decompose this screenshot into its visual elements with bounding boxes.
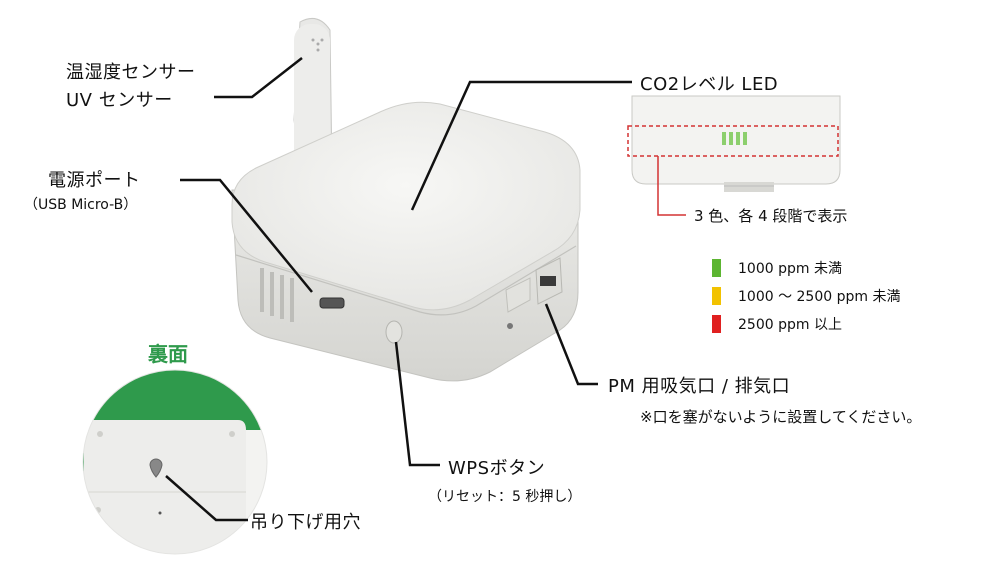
pm-vent-label: PM 用吸気口 / 排気口: [608, 376, 791, 397]
legend-item-green: 1000 ppm 未満: [712, 258, 842, 278]
led-description: 3 色、各 4 段階で表示: [694, 207, 848, 225]
wps-button-sub-label: （リセット：5 秒押し）: [428, 489, 582, 505]
green-swatch: [712, 259, 721, 277]
power-port-sub-label: （USB Micro-B）: [24, 197, 138, 213]
pm-vent-note: ※口を塞がないように設置してください。: [640, 408, 922, 426]
back-side-title: 裏面: [148, 342, 188, 366]
red-swatch: [712, 315, 721, 333]
legend-item-yellow: 1000 ～ 2500 ppm 未満: [712, 286, 900, 306]
back-side-circle: [83, 370, 267, 554]
co2-led-inset: [627, 95, 841, 216]
leader-lines: [165, 57, 632, 522]
temp-humidity-sensor-label: 温湿度センサー: [66, 62, 196, 83]
device-body: [231, 101, 581, 382]
wps-button-label: WPSボタン: [448, 458, 546, 479]
legend-text: 1000 ～ 2500 ppm 未満: [738, 289, 901, 305]
power-port-label: 電源ポート: [48, 170, 141, 191]
uv-sensor-label: UV センサー: [66, 90, 173, 111]
hanging-hole-label: 吊り下げ用穴: [250, 512, 361, 533]
co2-led-label: CO2レベル LED: [640, 74, 779, 95]
legend-text: 2500 ppm 以上: [738, 317, 842, 333]
legend-item-red: 2500 ppm 以上: [712, 314, 842, 334]
legend-text: 1000 ppm 未満: [738, 261, 842, 277]
yellow-swatch: [712, 287, 721, 305]
